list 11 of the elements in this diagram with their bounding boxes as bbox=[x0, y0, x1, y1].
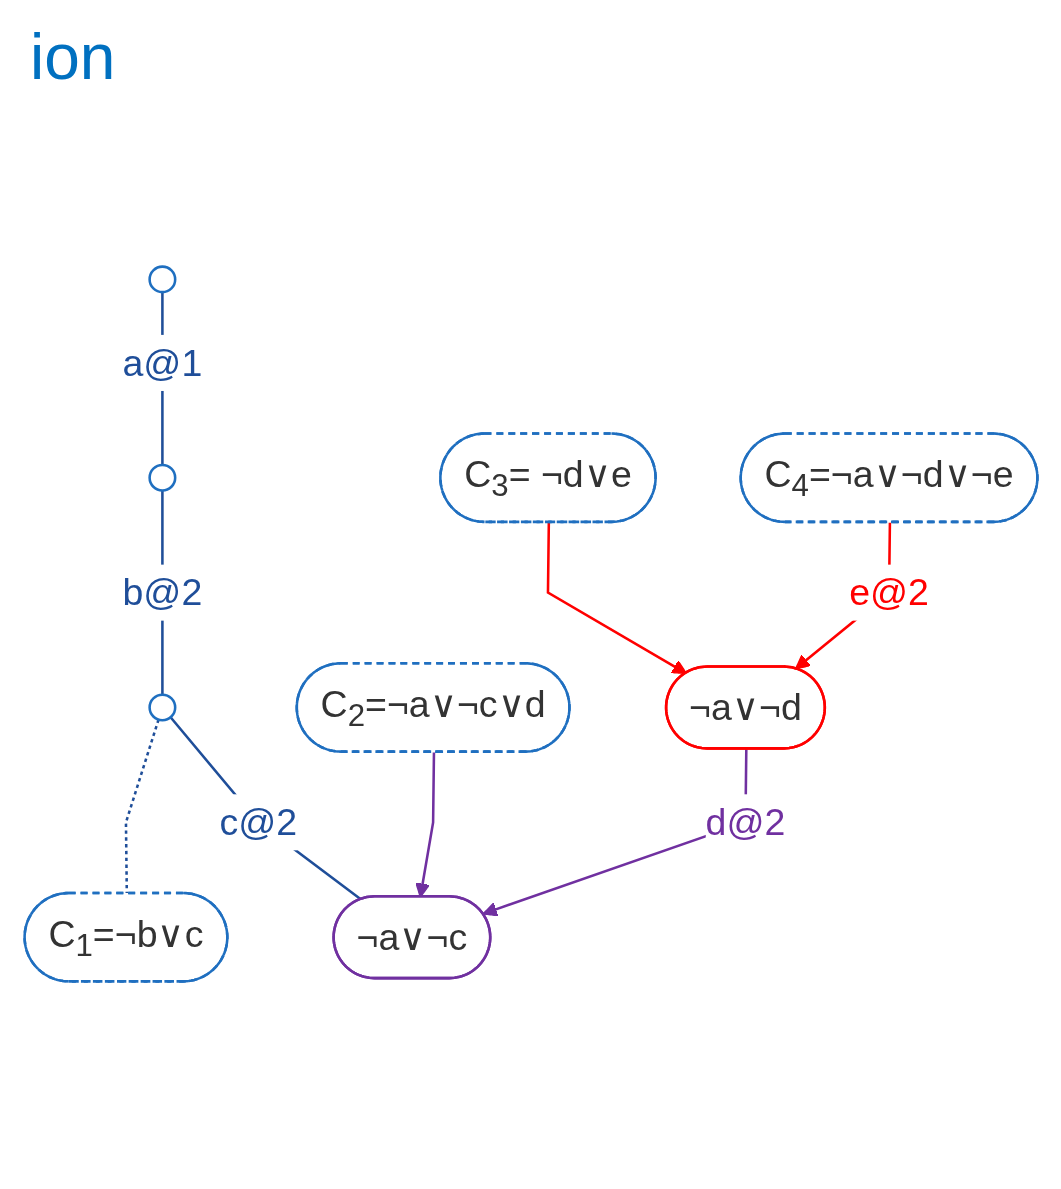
slide-title: ion bbox=[30, 20, 117, 94]
edge-label: e@2 bbox=[848, 571, 929, 614]
edge-label: a@1 bbox=[122, 341, 202, 385]
node-circle bbox=[147, 693, 176, 722]
edge-label: b@2 bbox=[122, 571, 202, 614]
node-circle bbox=[147, 265, 176, 294]
edge-label: d@2 bbox=[705, 801, 785, 844]
node-circle bbox=[147, 463, 176, 492]
edge-label: c@2 bbox=[219, 801, 297, 844]
connector bbox=[169, 716, 362, 901]
arrow bbox=[546, 522, 687, 675]
